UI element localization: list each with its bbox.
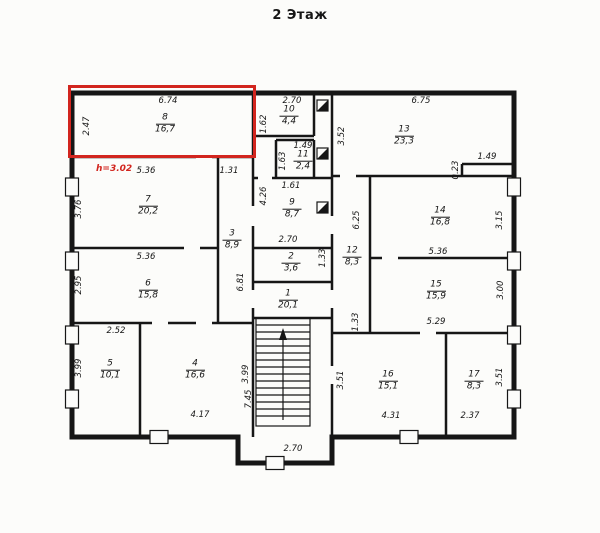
room-number: 4 [185,359,205,371]
dimension-label: 5.29 [426,317,446,327]
dimension-label: 2.95 [74,275,84,295]
room-number: 3 [222,229,242,241]
room-area: 15,1 [377,381,399,392]
dimension-label: 2.70 [282,96,302,106]
dimension-label: 2.70 [283,444,303,454]
dimension-label: 2.47 [82,116,92,136]
outer-walls [69,90,517,466]
window-marks [64,177,522,471]
room-area: 8,9 [224,240,240,251]
dimension-label: 1.49 [477,152,497,162]
room-area: 8,3 [466,381,482,392]
room-number: 16 [378,370,398,382]
room-area: 16,7 [154,124,176,135]
room-area: 15,9 [425,291,447,302]
room-number: 11 [293,150,313,162]
dimension-label: 0.23 [451,160,461,180]
dimension-label: 1.62 [259,114,269,134]
dimension-label: 6.74 [158,96,178,106]
room-number: 8 [155,113,175,125]
dimension-label: 4.31 [381,411,401,421]
dimension-label: 3.52 [337,126,347,146]
room-area: 8,7 [284,209,300,220]
page-title: 2 Этаж [272,8,328,23]
room-area: 8,3 [344,257,360,268]
dimension-label: 1.33 [351,312,361,332]
room-number: 7 [138,195,158,207]
dimension-label: 3.99 [241,364,251,384]
dimension-label: 6.81 [236,272,246,292]
dimension-label: 3.00 [496,280,506,300]
dimension-label: 2.70 [278,235,298,245]
room-area: 16,6 [184,370,206,381]
room-area: 10,1 [99,370,121,381]
stairs [255,317,311,427]
room-area: 4,4 [281,116,297,127]
dimension-label: 3.15 [495,210,505,230]
room-number: 6 [138,279,158,291]
dimension-label: 2.37 [460,411,480,421]
room-area: 20,1 [277,300,299,311]
dimension-label: 1.31 [219,166,239,176]
room-area: 16,8 [429,217,451,228]
room-number: 12 [342,246,362,258]
dimension-label: 1.33 [318,248,328,268]
room-number: 13 [394,125,414,137]
room-number: 14 [430,206,450,218]
room-number: 2 [281,252,301,264]
dimension-label: 3.76 [74,199,84,219]
room-number: 1 [278,289,298,301]
dimension-label: 7.45 [244,389,254,409]
dimension-label: 1.49 [293,141,313,151]
dimension-label: 1.61 [281,181,301,191]
room-number: 17 [464,370,484,382]
room-area: 20,2 [137,206,159,217]
dimension-label: 2.52 [106,326,126,336]
dimension-label: 1.63 [278,151,288,171]
dimension-label: 3.51 [495,367,505,387]
dimension-label: 6.25 [352,210,362,230]
dimension-label: 6.75 [411,96,431,106]
room-area: 23,3 [393,136,415,147]
room-number: 10 [279,105,299,117]
dimension-label: 3.51 [336,370,346,390]
dimension-label: 5.36 [428,247,448,257]
room-area: 2,4 [295,161,311,172]
dimension-label: 5.36 [136,252,156,262]
dimension-label: 4.26 [259,186,269,206]
room-number: 15 [426,280,446,292]
room-number: 9 [282,198,302,210]
room-area: 3,6 [283,263,299,274]
height-annotation: h=3.02 [96,164,133,174]
highlight-rectangle [68,85,256,158]
room-area: 15,8 [137,290,159,301]
door-openings [152,154,436,384]
room-number: 5 [100,359,120,371]
dimension-label: 5.36 [136,166,156,176]
dimension-label: 4.17 [190,410,210,420]
vent-shaft-icon [316,99,329,214]
dimension-label: 3.99 [74,358,84,378]
